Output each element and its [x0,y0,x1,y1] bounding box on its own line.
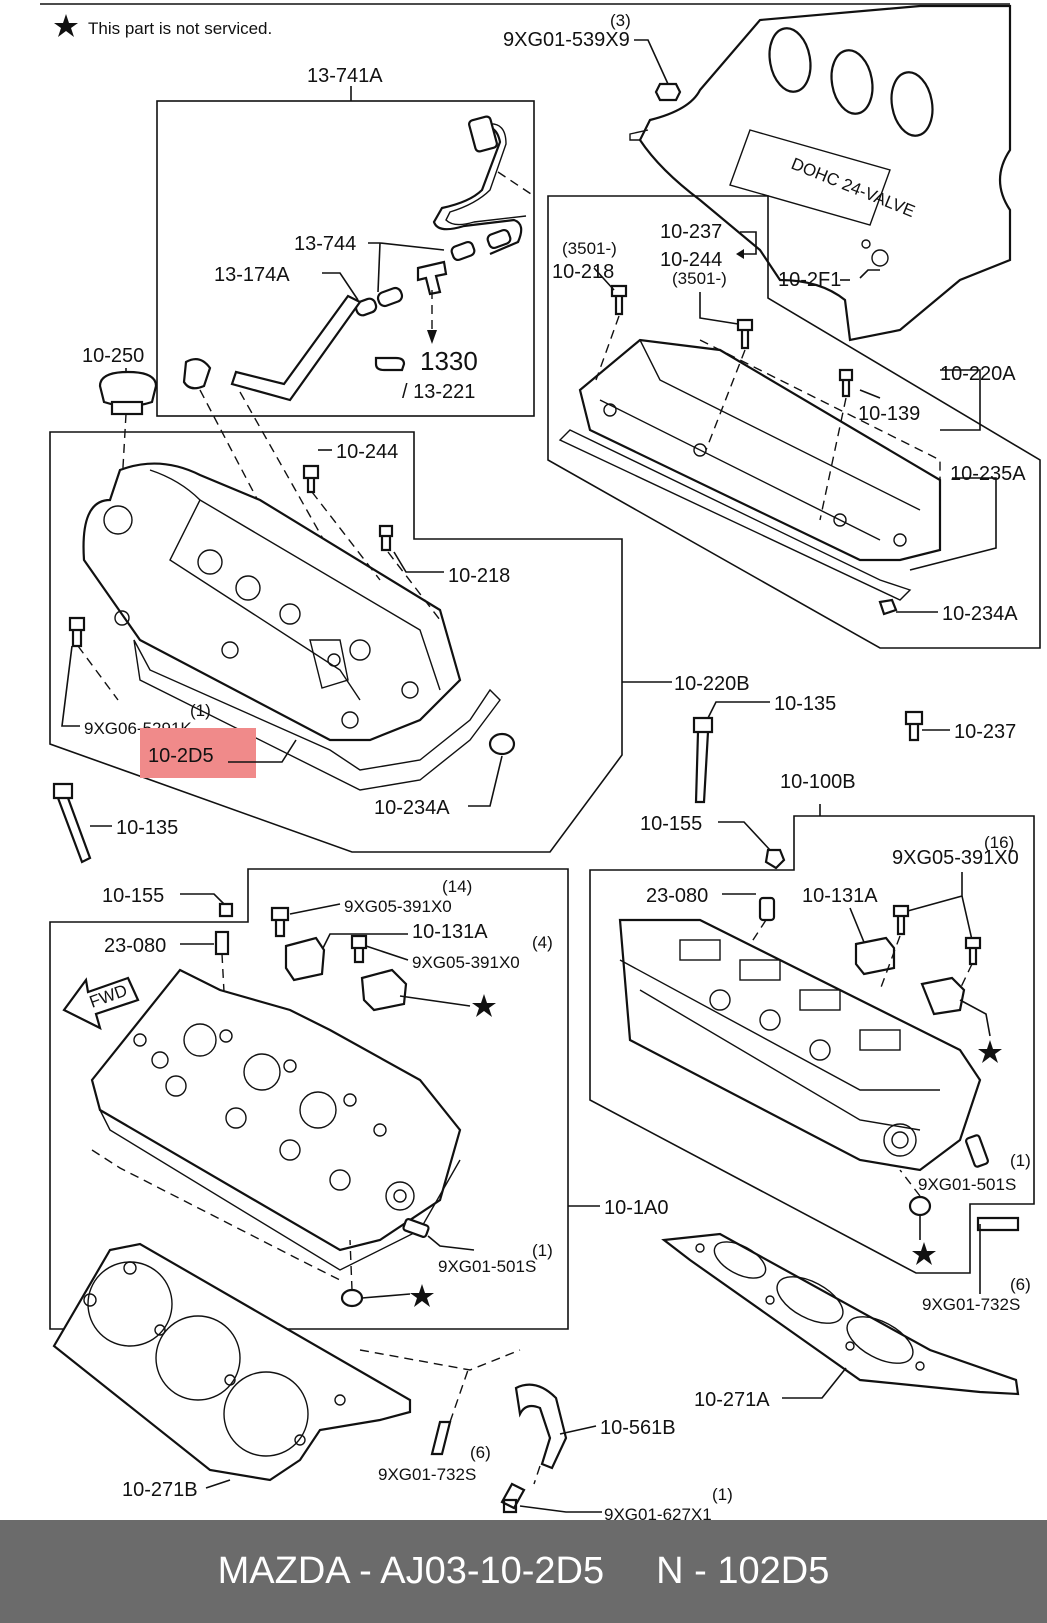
label-10-131a-left[interactable]: 10-131A [412,921,488,943]
qty-391x0-16: (16) [984,833,1014,852]
label-10-135-right[interactable]: 10-135 [774,693,836,715]
label-10-139[interactable]: 10-139 [858,403,920,425]
label-13-174a[interactable]: 13-174A [214,264,290,286]
qty-501s-left: (1) [532,1241,553,1260]
part-number-text: MAZDA - AJ03-10-2D5 [217,1550,605,1592]
loose-bolts-group: 10-135 10-135 10-237 10-155 10-155 [52,693,1016,918]
label-10-271a[interactable]: 10-271A [694,1389,770,1411]
qty-539x9: (3) [610,11,631,30]
label-10-131a-right[interactable]: 10-131A [802,885,878,907]
breather-hose-group: 13-741A 13-744 13-174A 1330 / 13-221 [156,65,535,601]
qty-5291k: (1) [190,701,211,720]
bracket-group: 10-561B 9XG01-627X1 (1) [500,1383,733,1520]
qty-627x1: (1) [712,1485,733,1504]
star-icon [54,14,78,37]
label-9xg05-391x0-a[interactable]: 9XG05-391X0 [344,897,452,916]
pointing-hand-icon [374,356,406,372]
label-10-218-top[interactable]: 10-218 [552,261,614,283]
head-gasket-right-group: 10-271A (6) 9XG01-732S [661,1216,1031,1411]
label-10-244-left[interactable]: 10-244 [336,441,398,463]
label-10-218-left[interactable]: 10-218 [448,565,510,587]
engine-cover-group: DOHC 24-VALVE 10-2F1 9XG01-539X9 (3) [503,4,1012,342]
label-10-250[interactable]: 10-250 [82,345,144,367]
qty-3501-b: (3501-) [672,269,727,288]
qty-732s-right: (6) [1010,1275,1031,1294]
label-10-237-right[interactable]: 10-237 [954,721,1016,743]
qty-732s-left: (6) [470,1443,491,1462]
label-9xg01-539x9[interactable]: 9XG01-539X9 [503,29,630,51]
label-10-155-right[interactable]: 10-155 [640,813,702,835]
star-icon [912,1242,936,1265]
fwd-arrow-icon: FWD [62,976,140,1031]
label-10-234a-right[interactable]: 10-234A [942,603,1018,625]
legend-note: This part is not serviced. [88,19,272,38]
star-icon [472,994,496,1017]
label-10-1a0[interactable]: 10-1A0 [604,1197,669,1219]
label-10-220a[interactable]: 10-220A [940,363,1016,385]
label-13-741a[interactable]: 13-741A [307,65,383,87]
label-10-244-top[interactable]: 10-244 [660,249,722,271]
label-23-080-right[interactable]: 23-080 [646,885,708,907]
label-1330[interactable]: 1330 [420,346,478,376]
qty-3501-a: (3501-) [562,239,617,258]
label-10-2f1[interactable]: 10-2F1 [778,269,841,291]
label-9xg05-391x0-right[interactable]: 9XG05-391X0 [892,847,1019,869]
label-10-100b[interactable]: 10-100B [780,771,856,793]
label-9xg01-627x1[interactable]: 9XG01-627X1 [604,1505,712,1520]
parts-diagram: This part is not serviced. 13-741A 13-74… [40,3,1041,1520]
label-10-271b[interactable]: 10-271B [122,1479,198,1501]
qty-391x0-14: (14) [442,877,472,896]
star-icon [978,1040,1002,1063]
head-gasket-left-group: 10-271B 9XG01-732S (6) [52,1242,521,1501]
label-23-080-left[interactable]: 23-080 [104,935,166,957]
cylinder-head-right-group: 10-100B 23-080 10-131A 9XG05-391X0 (16) [589,771,1035,1274]
label-10-234a-left[interactable]: 10-234A [374,797,450,819]
cylinder-head-left-group: 10-1A0 9XG05-391X0 (14) 10-131A 9XG05-39… [49,868,669,1330]
label-13-221[interactable]: / 13-221 [402,381,475,403]
label-9xg01-501s-right[interactable]: 9XG01-501S [918,1175,1016,1194]
label-10-2d5[interactable]: 10-2D5 [148,745,214,767]
star-icon [410,1284,434,1307]
label-9xg05-391x0-b[interactable]: 9XG05-391X0 [412,953,520,972]
qty-501s-right: (1) [1010,1151,1031,1170]
label-9xg01-732s-left[interactable]: 9XG01-732S [378,1465,476,1484]
part-number-footer: MAZDA - AJ03-10-2D5 N - 102D5 [0,1520,1047,1623]
label-10-561b[interactable]: 10-561B [600,1417,676,1439]
valve-cover-left-group: 10-220B 10-250 10-244 10-218 [49,345,750,853]
label-10-235a[interactable]: 10-235A [950,463,1026,485]
valve-cover-right-group: 10-220A (3501-) 10-218 10-237 10-244 (35… [547,195,1041,649]
label-10-220b[interactable]: 10-220B [674,673,750,695]
label-10-237-top[interactable]: 10-237 [660,221,722,243]
highlight-box [140,728,256,778]
label-10-135-left[interactable]: 10-135 [116,817,178,839]
label-13-744[interactable]: 13-744 [294,233,356,255]
label-9xg01-501s-left[interactable]: 9XG01-501S [438,1257,536,1276]
alt-number-text: N - 102D5 [656,1550,830,1592]
label-10-155-left[interactable]: 10-155 [102,885,164,907]
qty-391x0-4: (4) [532,933,553,952]
label-9xg01-732s-right[interactable]: 9XG01-732S [922,1295,1020,1314]
